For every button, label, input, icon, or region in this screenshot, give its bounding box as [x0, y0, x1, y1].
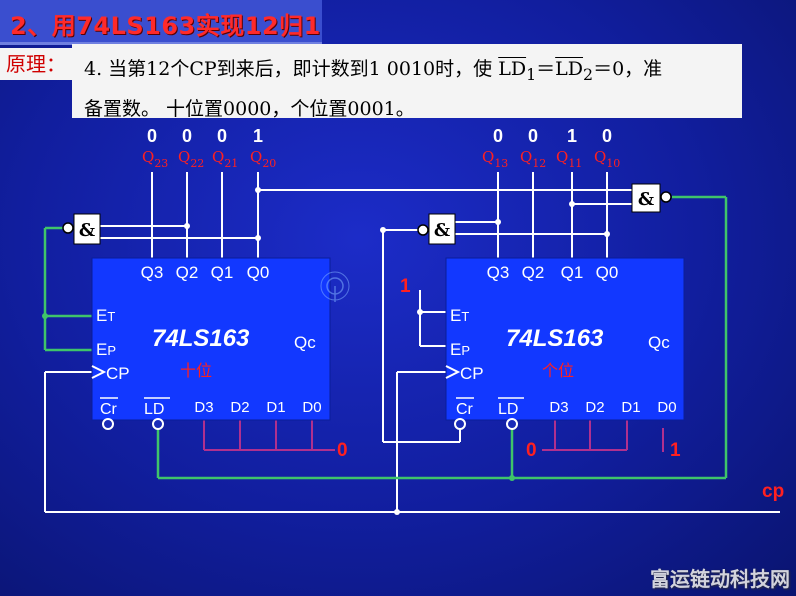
principle-line1-post: ＝0，准	[593, 58, 663, 80]
tens-cp: CP	[106, 364, 130, 383]
units-cp: CP	[460, 364, 484, 383]
units-qc: Qc	[648, 333, 670, 352]
units-d3: D3	[549, 399, 568, 416]
broadcast-logo	[320, 271, 350, 302]
tens-et: ET	[96, 306, 115, 325]
ld1-label: LD	[498, 58, 527, 80]
principle-text: 4. 当第12个CP到来后，即计数到1 0010时，使 LD1＝LD2＝0，准 …	[84, 52, 734, 126]
tens-q3: Q3	[141, 263, 164, 282]
tens-d0: D0	[302, 399, 321, 416]
tens-chip-name: 74LS163	[152, 325, 250, 352]
units-cr: Cr	[456, 401, 474, 418]
equals-sign: ＝	[536, 58, 556, 80]
units-qlabel-2: Q12	[520, 148, 546, 170]
units-d0: D0	[657, 399, 676, 416]
site-watermark: 富运链动科技网	[650, 567, 790, 591]
q-labels: Q23 Q22 Q21 Q20 Q13 Q12 Q11 Q10	[142, 148, 620, 170]
title-bar: 2、用74LS163实现12归1	[0, 0, 322, 45]
load-nand-gate: &	[631, 183, 672, 213]
units-chip-name: 74LS163	[506, 325, 604, 352]
units-qlabel-1: Q11	[556, 148, 582, 170]
units-ld: LD	[498, 401, 518, 418]
units-ld-bubble	[506, 418, 518, 430]
units-preset-low: 0	[526, 440, 537, 461]
tens-bit3: 0	[147, 126, 157, 146]
units-et: ET	[450, 306, 469, 325]
tens-bit2: 0	[182, 126, 192, 146]
tens-bit0: 1	[253, 126, 263, 146]
white-wires	[44, 172, 780, 513]
bit-values: 0 0 0 1 0 0 1 0	[147, 126, 612, 146]
slide-title: 2、用74LS163实现12归1	[10, 12, 321, 40]
tens-cr-bubble	[102, 418, 114, 430]
principle-line1-pre: 4. 当第12个CP到来后，即计数到1 0010时，使	[84, 58, 499, 80]
tens-qlabel-1: Q21	[212, 148, 238, 170]
tens-qlabel-2: Q22	[178, 148, 204, 170]
tens-bit1: 0	[217, 126, 227, 146]
units-d1: D1	[621, 399, 640, 416]
units-gate-symbol: &	[434, 220, 450, 241]
tens-q2: Q2	[176, 263, 199, 282]
tens-chip: Q3 Q2 Q1 Q0 ET EP CP 74LS163 Qc 十位 Cr LD…	[91, 257, 331, 430]
tens-d3: D3	[194, 399, 213, 416]
units-preset-high: 1	[670, 440, 681, 461]
units-bit2: 0	[528, 126, 538, 146]
units-q2: Q2	[522, 263, 545, 282]
tens-qlabel-0: Q20	[250, 148, 276, 170]
units-bit0: 0	[602, 126, 612, 146]
tens-qc: Qc	[294, 333, 316, 352]
units-cr-bubble	[454, 418, 466, 430]
tens-preset: 0	[337, 440, 348, 461]
units-qlabel-0: Q10	[594, 148, 620, 170]
tens-place-label: 十位	[180, 361, 212, 380]
load-gate-symbol: &	[638, 189, 654, 210]
clock-label: cp	[762, 481, 784, 502]
feedback-junctions	[42, 313, 515, 481]
units-place-label: 个位	[542, 361, 574, 380]
units-enable-level: 1	[400, 276, 411, 297]
feedback-wires	[43, 195, 728, 480]
principle-label: 原理：	[0, 48, 72, 80]
units-d2: D2	[585, 399, 604, 416]
units-chip: Q3 Q2 Q1 Q0 ET EP CP 74LS163 Qc 个位 Cr LD…	[445, 257, 685, 430]
tens-q1: Q1	[211, 263, 234, 282]
tens-ep: EP	[96, 340, 116, 359]
ld2-label: LD	[555, 58, 584, 80]
tens-gate-symbol: &	[79, 220, 95, 241]
units-ep: EP	[450, 340, 470, 359]
units-bit1: 1	[567, 126, 577, 146]
tens-qlabel-3: Q23	[142, 148, 168, 170]
units-q1: Q1	[561, 263, 584, 282]
tens-chip-body	[91, 257, 331, 421]
principle-box	[72, 44, 742, 118]
tens-cr: Cr	[100, 401, 118, 418]
ld2-sub: 2	[583, 64, 594, 84]
units-q3: Q3	[487, 263, 510, 282]
tens-ld-bubble	[152, 418, 164, 430]
junction-dots	[184, 187, 610, 515]
preset-wires	[203, 420, 664, 452]
tens-d2: D2	[230, 399, 249, 416]
ld1-sub: 1	[526, 64, 537, 84]
units-bit3: 0	[493, 126, 503, 146]
units-chip-body	[445, 257, 685, 421]
units-q0: Q0	[596, 263, 619, 282]
tens-d1: D1	[266, 399, 285, 416]
tens-ld: LD	[144, 401, 164, 418]
units-qlabel-3: Q13	[482, 148, 508, 170]
tens-nand-gate: &	[62, 213, 101, 245]
principle-line2: 备置数。 十位置0000，个位置0001。	[84, 97, 415, 120]
tens-q0: Q0	[247, 263, 270, 282]
units-nand-gate: &	[417, 213, 456, 245]
